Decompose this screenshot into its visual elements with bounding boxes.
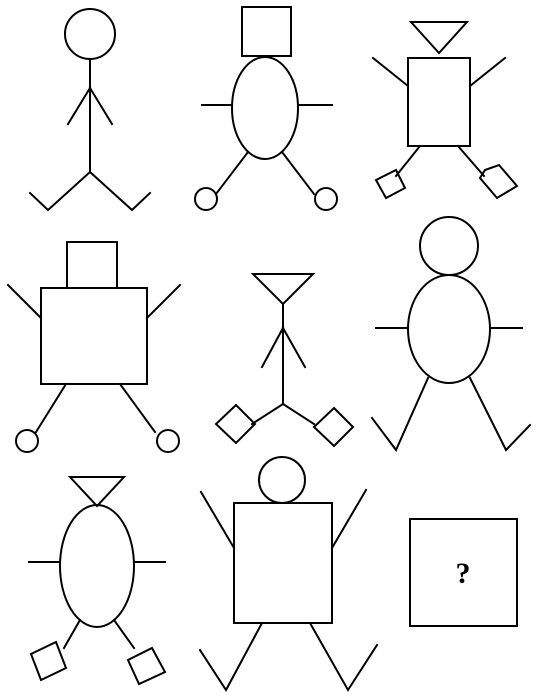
square-head: [66, 241, 118, 289]
left-leg: [394, 144, 422, 178]
right-leg: [280, 150, 316, 196]
left-circle-foot: [15, 429, 39, 453]
left-arm: [199, 490, 236, 550]
left-diamond-foot: [374, 168, 407, 200]
triangle-head: [250, 273, 316, 306]
left-arm: [6, 283, 43, 320]
right-diamond-foot: [312, 406, 355, 448]
figure-6-oval-circle-head: [370, 216, 532, 452]
circle-head: [419, 216, 479, 276]
right-arm: [88, 86, 114, 126]
right-arm: [468, 56, 507, 88]
right-arm: [145, 283, 182, 320]
left-leg: [250, 402, 285, 426]
right-leg: [112, 618, 136, 650]
triangle-head: [67, 476, 127, 508]
left-arm: [260, 326, 285, 369]
right-leg: [88, 170, 152, 212]
answer-box-frame: [409, 518, 518, 627]
right-leg: [281, 402, 316, 426]
figure-8-rectangle-circle-head: [198, 456, 379, 692]
oval-body: [59, 504, 135, 628]
right-leg: [308, 621, 379, 692]
right-circle-foot: [156, 429, 180, 453]
left-leg: [34, 382, 68, 434]
left-leg: [370, 376, 430, 452]
circle-head: [64, 8, 116, 60]
oval-body: [231, 56, 299, 160]
triangle-head: [408, 21, 470, 55]
left-arm: [66, 86, 92, 126]
figure-2-oval-square-head: [194, 6, 338, 211]
figure-4-rectangle-square-head: [6, 241, 182, 453]
figure-5-stick-triangle-head: [214, 273, 355, 448]
left-leg: [214, 150, 250, 196]
right-circle-foot: [314, 187, 338, 211]
left-circle-foot: [194, 187, 218, 211]
figure-1-stick-circle-head: [28, 8, 152, 212]
figure-3-rectangle-triangle-head: [371, 21, 519, 200]
oval-body: [407, 274, 491, 384]
right-arm: [330, 488, 368, 550]
left-leg: [198, 621, 264, 692]
rectangle-body: [233, 502, 333, 624]
square-head: [241, 6, 292, 57]
left-diamond-foot: [29, 640, 68, 682]
answer-box: ?: [409, 518, 518, 627]
circle-head: [258, 456, 306, 504]
right-leg: [118, 382, 157, 434]
rectangle-body: [407, 57, 471, 147]
left-leg: [62, 618, 82, 650]
right-leg: [468, 376, 532, 452]
rectangle-body: [40, 287, 148, 385]
question-mark: ?: [456, 557, 471, 590]
right-arm: [281, 326, 307, 369]
right-diamond-foot: [478, 163, 519, 200]
left-arm: [371, 56, 410, 88]
right-leg: [456, 144, 486, 178]
left-leg: [28, 170, 92, 212]
right-diamond-foot: [126, 646, 167, 686]
figure-7-oval-triangle-head: [28, 476, 167, 686]
left-diamond-foot: [214, 403, 257, 445]
